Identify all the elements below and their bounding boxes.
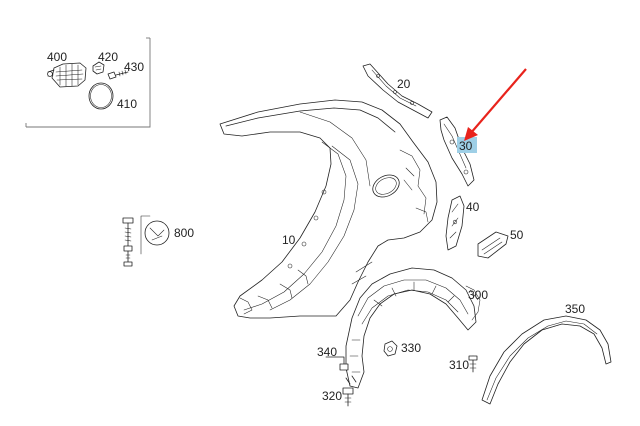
screw-320-drawing [342,375,357,407]
highlight-box-30 [457,137,477,153]
label-400: 400 [47,50,67,64]
wheel-arch-liner-300-drawing [345,267,481,389]
inset-box [25,37,151,128]
label-350: 350 [565,302,585,316]
label-20: 20 [397,77,411,91]
label-320: 320 [322,389,342,403]
red-arrow-indicator [464,68,527,141]
fuel-filler-housing-drawing [47,62,87,88]
arch-trim-350-drawing [481,315,612,405]
label-330: 330 [401,341,421,355]
seal-ring-410-drawing [88,82,114,110]
clip-340-drawing [325,356,349,371]
side-panel-10-drawing [219,99,438,319]
bracket-40-drawing [445,195,465,251]
label-420: 420 [98,50,118,64]
clip-420-drawing [92,61,105,75]
vent-50-drawing [477,231,509,259]
label-50: 50 [510,228,524,242]
reinforcement-20-drawing [362,63,433,119]
label-300: 300 [468,288,488,302]
screw-430-drawing [107,69,129,80]
label-800: 800 [174,226,194,240]
label-310: 310 [449,358,469,372]
label-30: 30 [459,139,473,153]
fastener-set-800-drawing [122,215,170,267]
label-10: 10 [282,233,296,247]
clip-310-drawing [468,355,478,373]
label-410: 410 [117,97,137,111]
label-340: 340 [317,345,337,359]
label-40: 40 [466,200,480,214]
nut-330-drawing [383,340,398,357]
label-430: 430 [124,60,144,74]
